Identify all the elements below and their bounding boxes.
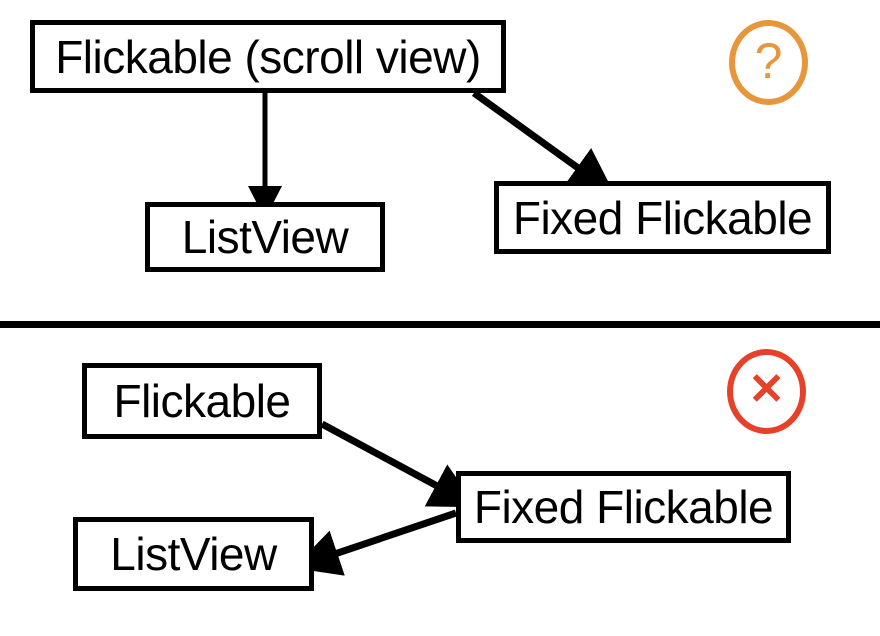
node-label: Fixed Flickable <box>473 481 774 533</box>
panel-divider <box>0 321 880 328</box>
node-listview-top[interactable]: ListView <box>145 202 385 272</box>
error-cross-icon: ✕ <box>727 349 806 434</box>
node-flickable-scroll-view[interactable]: Flickable (scroll view) <box>30 20 506 93</box>
node-label: Flickable <box>113 375 291 427</box>
node-flickable-bottom[interactable]: Flickable <box>82 363 322 439</box>
node-fixed-flickable-top[interactable]: Fixed Flickable <box>494 181 831 254</box>
node-label: ListView <box>181 211 349 263</box>
node-label: Fixed Flickable <box>512 191 813 244</box>
cross-glyph: ✕ <box>748 364 785 414</box>
node-label: ListView <box>110 528 277 580</box>
node-listview-bottom[interactable]: ListView <box>73 517 314 591</box>
question-mark-icon: ? <box>729 20 808 105</box>
question-mark-glyph: ? <box>754 32 783 89</box>
node-label: Flickable (scroll view) <box>55 30 481 83</box>
node-fixed-flickable-bottom[interactable]: Fixed Flickable <box>456 471 791 543</box>
